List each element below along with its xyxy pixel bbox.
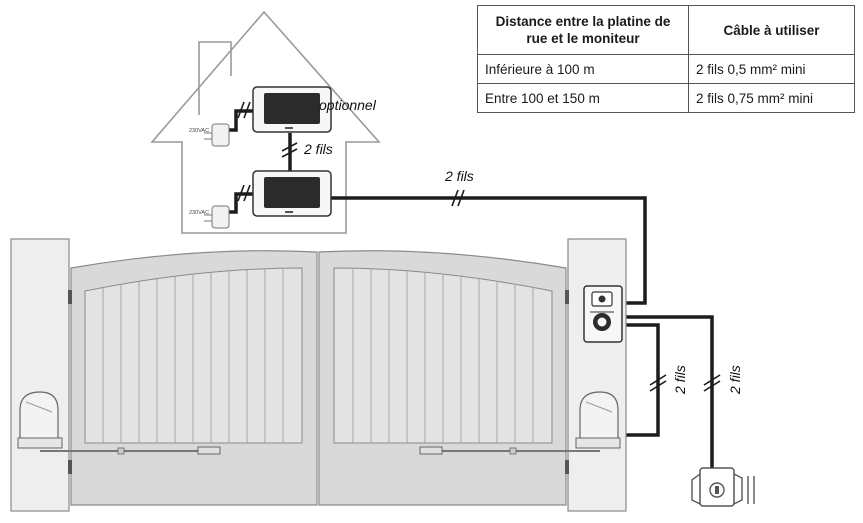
power-cable-bottom	[228, 192, 253, 214]
column-header-distance: Distance entre la platine de rue et le m…	[477, 5, 689, 55]
gate-boards	[102, 268, 534, 443]
table-cell: 2 fils 0,5 mm² mini	[688, 54, 855, 84]
monitor-optional	[252, 86, 332, 133]
table-cell: Entre 100 et 150 m	[477, 83, 689, 113]
wire-markers	[237, 101, 721, 392]
monitor-main	[252, 170, 332, 217]
table-row: Entre 100 et 150 m 2 fils 0,75 mm² mini	[477, 83, 855, 113]
power-label-top: 230VAC	[189, 128, 210, 134]
power-adapter-bottom	[204, 205, 230, 229]
wire-count-label-motor: 2 fils	[672, 365, 688, 394]
power-label-bottom: 230VAC	[189, 210, 210, 216]
left-pillar	[10, 238, 70, 512]
table-cell: 2 fils 0,75 mm² mini	[688, 83, 855, 113]
lock-cable	[622, 315, 714, 470]
wire-count-label-monitors: 2 fils	[304, 141, 333, 157]
table-row: Inférieure à 100 m 2 fils 0,5 mm² mini	[477, 54, 855, 84]
main-cable	[331, 196, 647, 305]
power-cable-top	[228, 109, 253, 132]
cable-spec-table: Distance entre la platine de rue et le m…	[477, 5, 855, 113]
column-header-cable: Câble à utiliser	[688, 5, 855, 55]
wire-count-label-lock: 2 fils	[727, 365, 743, 394]
wire-count-label-main: 2 fils	[445, 168, 474, 184]
motor-right	[575, 391, 621, 449]
motor-left	[17, 391, 63, 449]
optional-label: optionnel	[319, 97, 376, 113]
right-pillar	[567, 238, 627, 512]
actuator-arm-left	[40, 446, 221, 455]
actuator-arm-right	[419, 446, 600, 455]
gate-hinges	[68, 290, 569, 474]
table-header-row: Distance entre la platine de rue et le m…	[477, 5, 855, 55]
house-outline	[150, 10, 381, 234]
power-adapter-top	[204, 123, 230, 147]
electric-lock	[691, 467, 755, 507]
street-plate	[583, 285, 623, 343]
table-cell: Inférieure à 100 m	[477, 54, 689, 84]
